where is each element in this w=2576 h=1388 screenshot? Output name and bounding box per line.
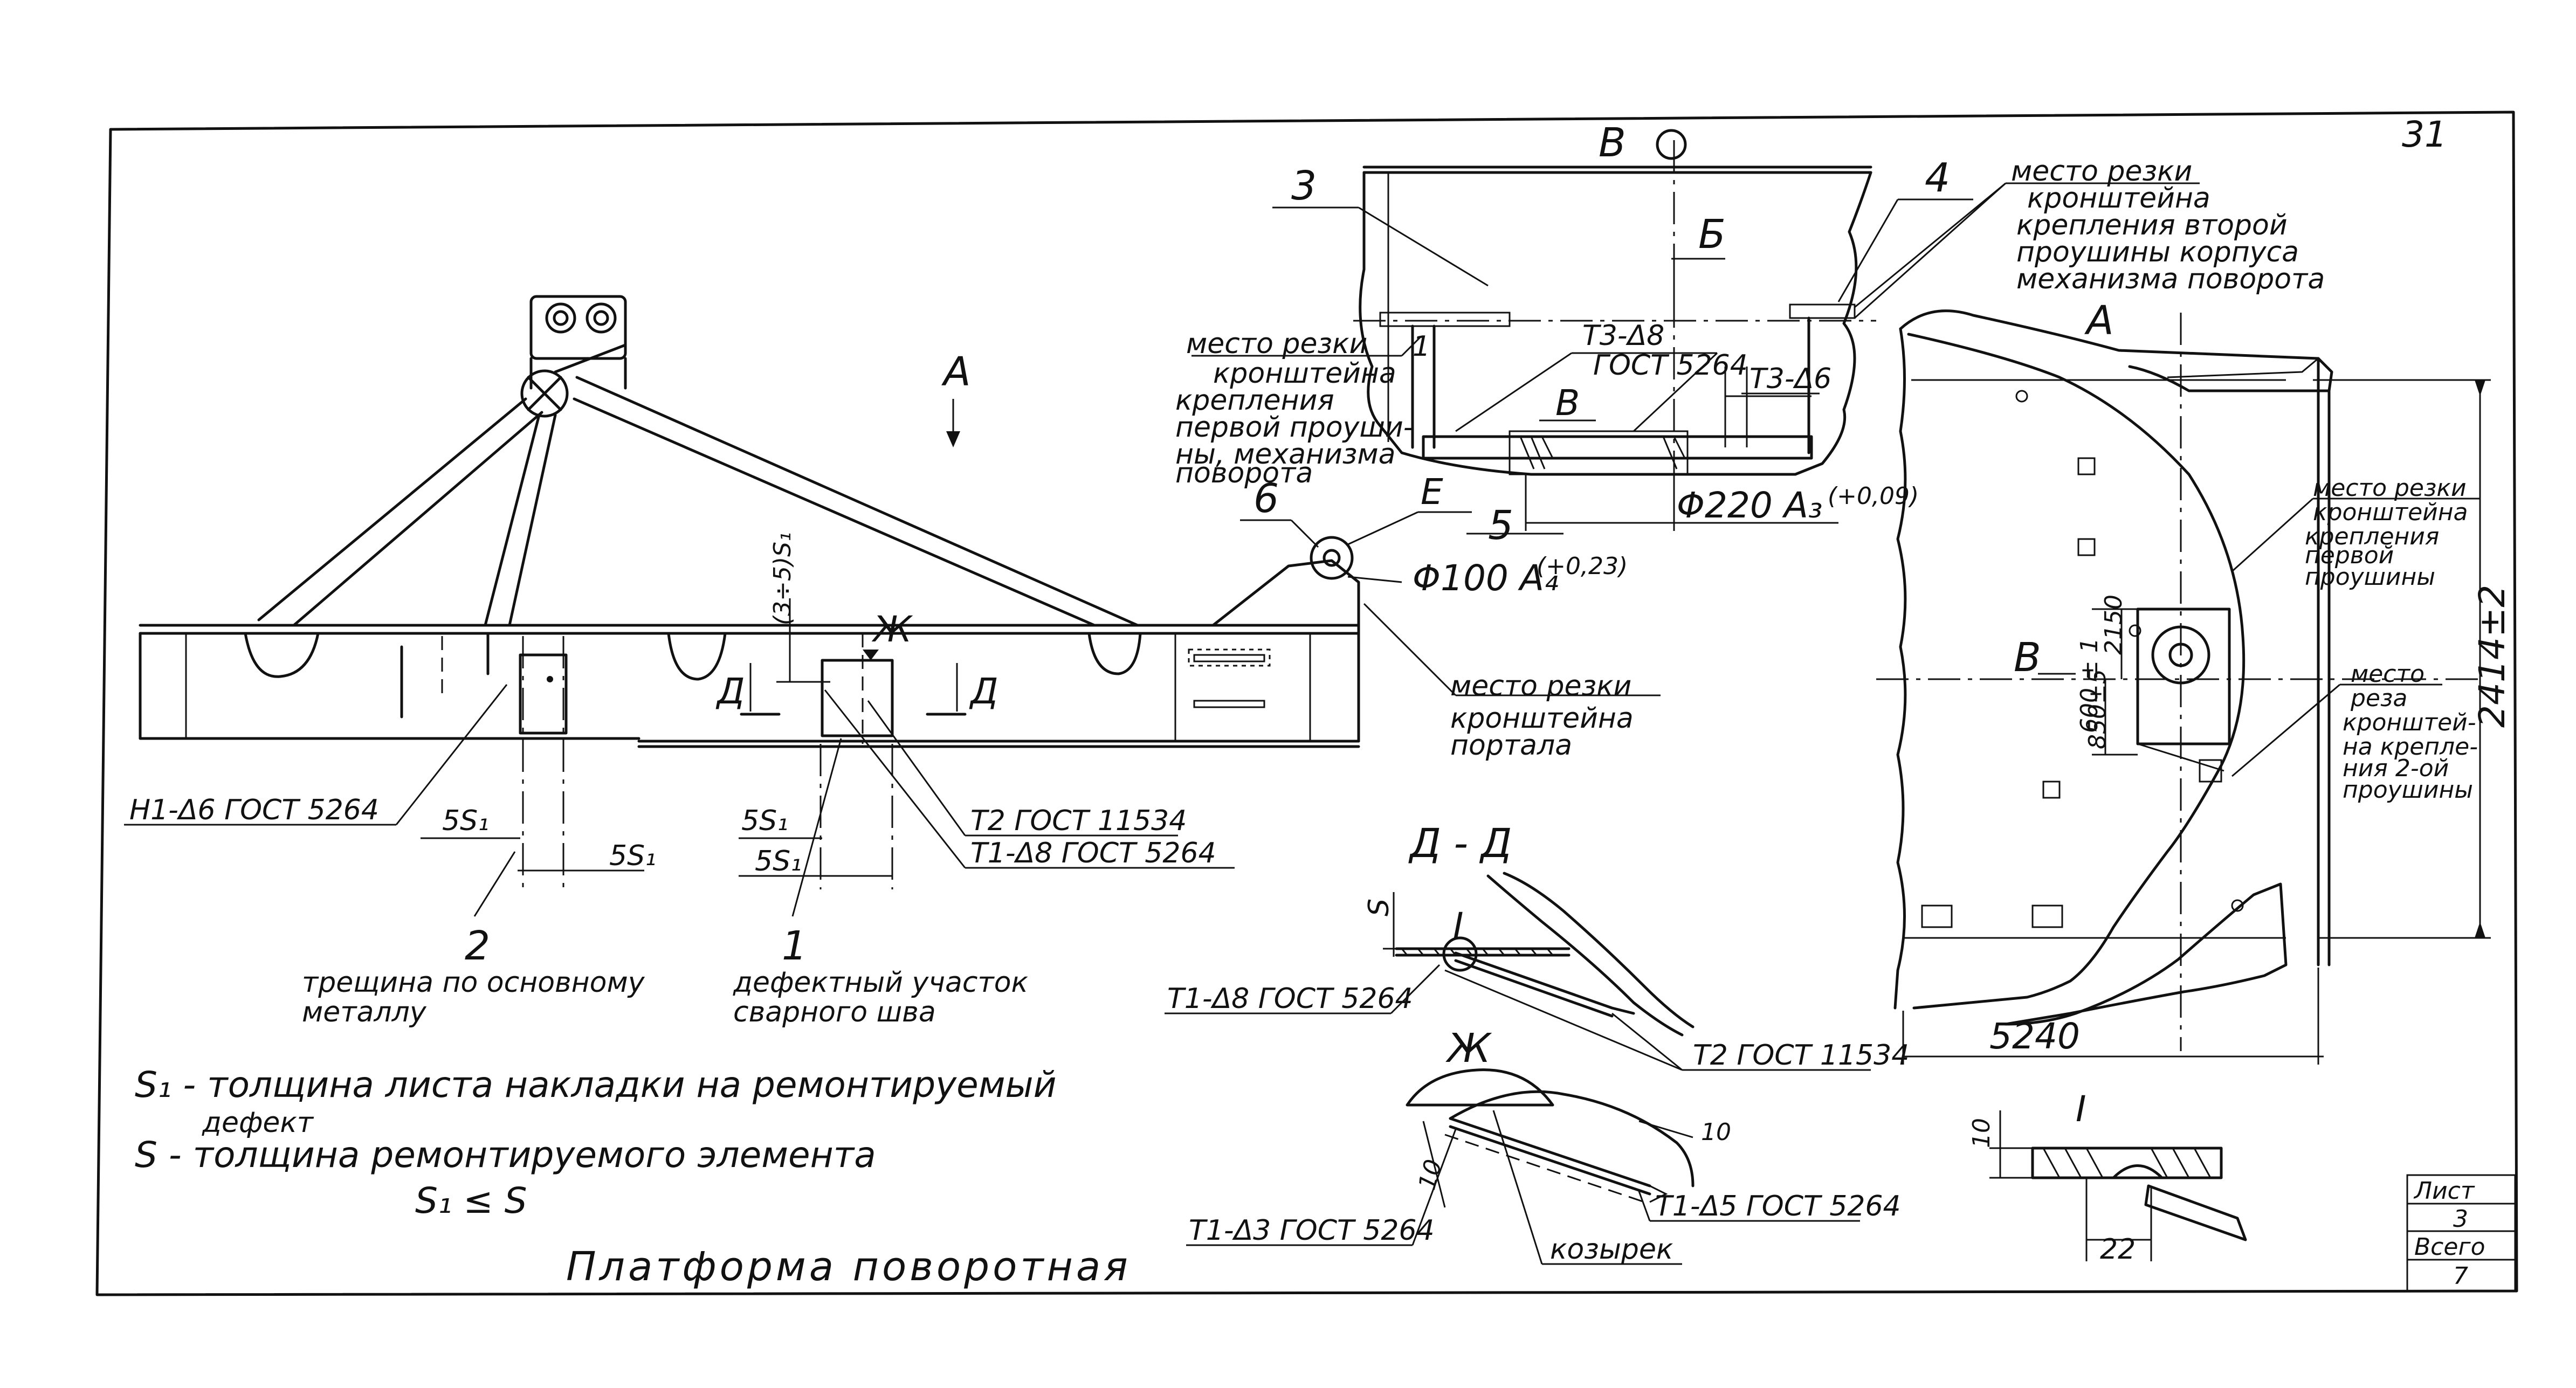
detail-i (1989, 1110, 2247, 1261)
cut-note-second-right-line4: на крепле- (2343, 733, 2478, 761)
defect-crack-line1: трещина по основному (302, 966, 645, 999)
section-dd-title: Д - Д (1408, 820, 1512, 867)
callout-1-small: 1 (1413, 330, 1430, 363)
mark-zh: Ж (871, 609, 913, 650)
note-ineq: S₁ ≤ S (415, 1180, 527, 1221)
dim-3-5-s1: (3÷5)S₁ (769, 532, 796, 625)
dim-2150: 2150 (2100, 595, 2127, 655)
note-s1: S₁ - толщина листа накладки на ремонтиру… (135, 1064, 1057, 1106)
drawing-title: Платформа поворотная (566, 1244, 1131, 1290)
callout-2: 2 (465, 923, 490, 969)
cut-note-portal-line3: портала (1450, 729, 1572, 762)
dim-10-b: 10 (1413, 1157, 1448, 1193)
note-s: S - толщина ремонтируемого элемента (135, 1134, 876, 1176)
weld-h1: Н1-Δ6 ГОСТ 5264 (129, 794, 379, 826)
sheet-value: 3 (2453, 1205, 2468, 1233)
cut-note-second-top-line2: кронштейна (2027, 182, 2210, 215)
weld-t2-main: Т2 ГОСТ 11534 (970, 805, 1187, 837)
weld-t3-6: Т3-Δ6 (1750, 363, 1831, 395)
cut-note-second-top-line3: крепления второй (2016, 209, 2288, 241)
defect-weld-line2: сварного шва (733, 996, 936, 1028)
cut-note-second-right-line5: ния 2-ой (2343, 755, 2449, 782)
weld-gost-5264-top: ГОСТ 5264 (1593, 349, 1748, 382)
view-label-b: Б (1698, 211, 1726, 258)
section-d-right: Д (969, 671, 998, 712)
dim-10-c: 10 (1968, 1118, 1995, 1148)
total-label: Всего (2414, 1233, 2485, 1261)
callout-4: 4 (1925, 155, 1950, 201)
callout-1: 1 (782, 923, 807, 969)
platform-elevation (139, 295, 1360, 889)
dim-850: 850±5 (2084, 669, 2111, 749)
detail-zh (1406, 1068, 1695, 1208)
dim-5s1-a: 5S₁ (442, 805, 489, 837)
dim-22: 22 (2100, 1233, 2136, 1266)
cut-note-first-left-line5: ны, механизма (1175, 438, 1396, 471)
cut-note-first-left-line1: место резки (1186, 328, 1367, 360)
section-dd (1383, 872, 1695, 1037)
dim-10-a: 10 (1701, 1118, 1731, 1146)
dim-5s1-b: 5S₁ (609, 840, 656, 872)
detail-i-title: I (2076, 1088, 2086, 1130)
drawing-frame (95, 111, 2518, 1296)
cut-note-second-right-line2: реза (2350, 685, 2407, 712)
weld-t1-main: Т1-Δ8 ГОСТ 5264 (970, 837, 1216, 869)
cut-note-first-right-line3: крепления (2305, 523, 2439, 550)
cut-note-first-right-line5: проушины (2305, 563, 2435, 591)
defect-crack-line2: металлу (302, 996, 427, 1028)
weld-t2-dd: Т2 ГОСТ 11534 (1693, 1039, 1909, 1072)
view-label-a: А (941, 349, 971, 395)
kozyrek-label: козырек (1550, 1233, 1673, 1266)
weld-t1-dd: Т1-Δ8 ГОСТ 5264 (1167, 983, 1413, 1015)
dim-d100: Φ100 A₄ (1413, 557, 1559, 599)
dim-600: 600 ± 1 (2076, 638, 2103, 733)
cut-note-portal-line1: место резки (1450, 670, 1631, 702)
view-v-frame (1353, 140, 1876, 480)
callout-5: 5 (1488, 502, 1513, 549)
view-label-v-top: В (1599, 120, 1626, 166)
weld-t3-8: Т3-Δ8 (1582, 320, 1664, 352)
cut-note-second-top-line4: проушины корпуса (2016, 236, 2299, 268)
cut-note-first-right-line2: кронштейна (2313, 499, 2468, 526)
cut-note-second-right-line1: место (2351, 660, 2425, 688)
cut-note-portal-line2: кронштейна (1450, 702, 1634, 735)
cut-note-second-right-line6: проушины (2343, 776, 2473, 804)
title-block: Лист 3 Всего 7 (2406, 1174, 2516, 1292)
view-label-v-right: В (2014, 634, 2041, 681)
view-a-right (1876, 309, 2491, 1065)
cut-note-first-left-line4: первой проуши- (1175, 411, 1414, 444)
cut-note-second-right-line3: кронштей- (2343, 709, 2476, 736)
weld-t1-zh-left: Т1-Δ3 ГОСТ 5264 (1189, 1214, 1435, 1247)
dim-s-mark: S (1363, 899, 1395, 916)
weld-t1-zh-right: Т1-Δ5 ГОСТ 5264 (1655, 1190, 1901, 1223)
dim-5240: 5240 (1989, 1016, 2080, 1057)
cut-note-second-top-line1: место резки (2011, 155, 2192, 188)
label-e: Е (1421, 471, 1443, 513)
sheet-number-top: 31 (2402, 114, 2447, 155)
cut-note-first-left-line3: крепления (1175, 384, 1334, 417)
view-label-v-bracket: В (1555, 382, 1580, 424)
defect-weld-line1: дефектный участок (733, 966, 1029, 999)
cut-note-second-top-line5: механизма поворота (2016, 263, 2325, 295)
detail-i-mark: I (1453, 905, 1463, 947)
section-d-left: Д (715, 671, 745, 712)
dim-2414: 2414±2 (2471, 585, 2513, 728)
dim-5s1-c: 5S₁ (741, 805, 788, 837)
cut-note-first-left-line2: кронштейна (1213, 357, 1396, 390)
note-s1-cont: дефект (202, 1107, 314, 1139)
view-label-a-right: А (2084, 298, 2114, 344)
detail-zh-title: Ж (1445, 1025, 1492, 1072)
sheet-label: Лист (2413, 1177, 2475, 1205)
cut-note-first-right-line4: первой (2305, 542, 2394, 569)
callout-3: 3 (1291, 163, 1317, 209)
dim-d220: Φ220 A₃ (1677, 485, 1823, 526)
total-value: 7 (2453, 1262, 2468, 1290)
cut-note-first-left-line6: поворота (1175, 457, 1313, 489)
dim-d100-tol: (+0,23) (1537, 553, 1628, 580)
callout-6: 6 (1253, 475, 1279, 522)
dim-5s1-d: 5S₁ (755, 845, 802, 878)
cut-note-first-right-line1: место резки (2313, 474, 2467, 502)
